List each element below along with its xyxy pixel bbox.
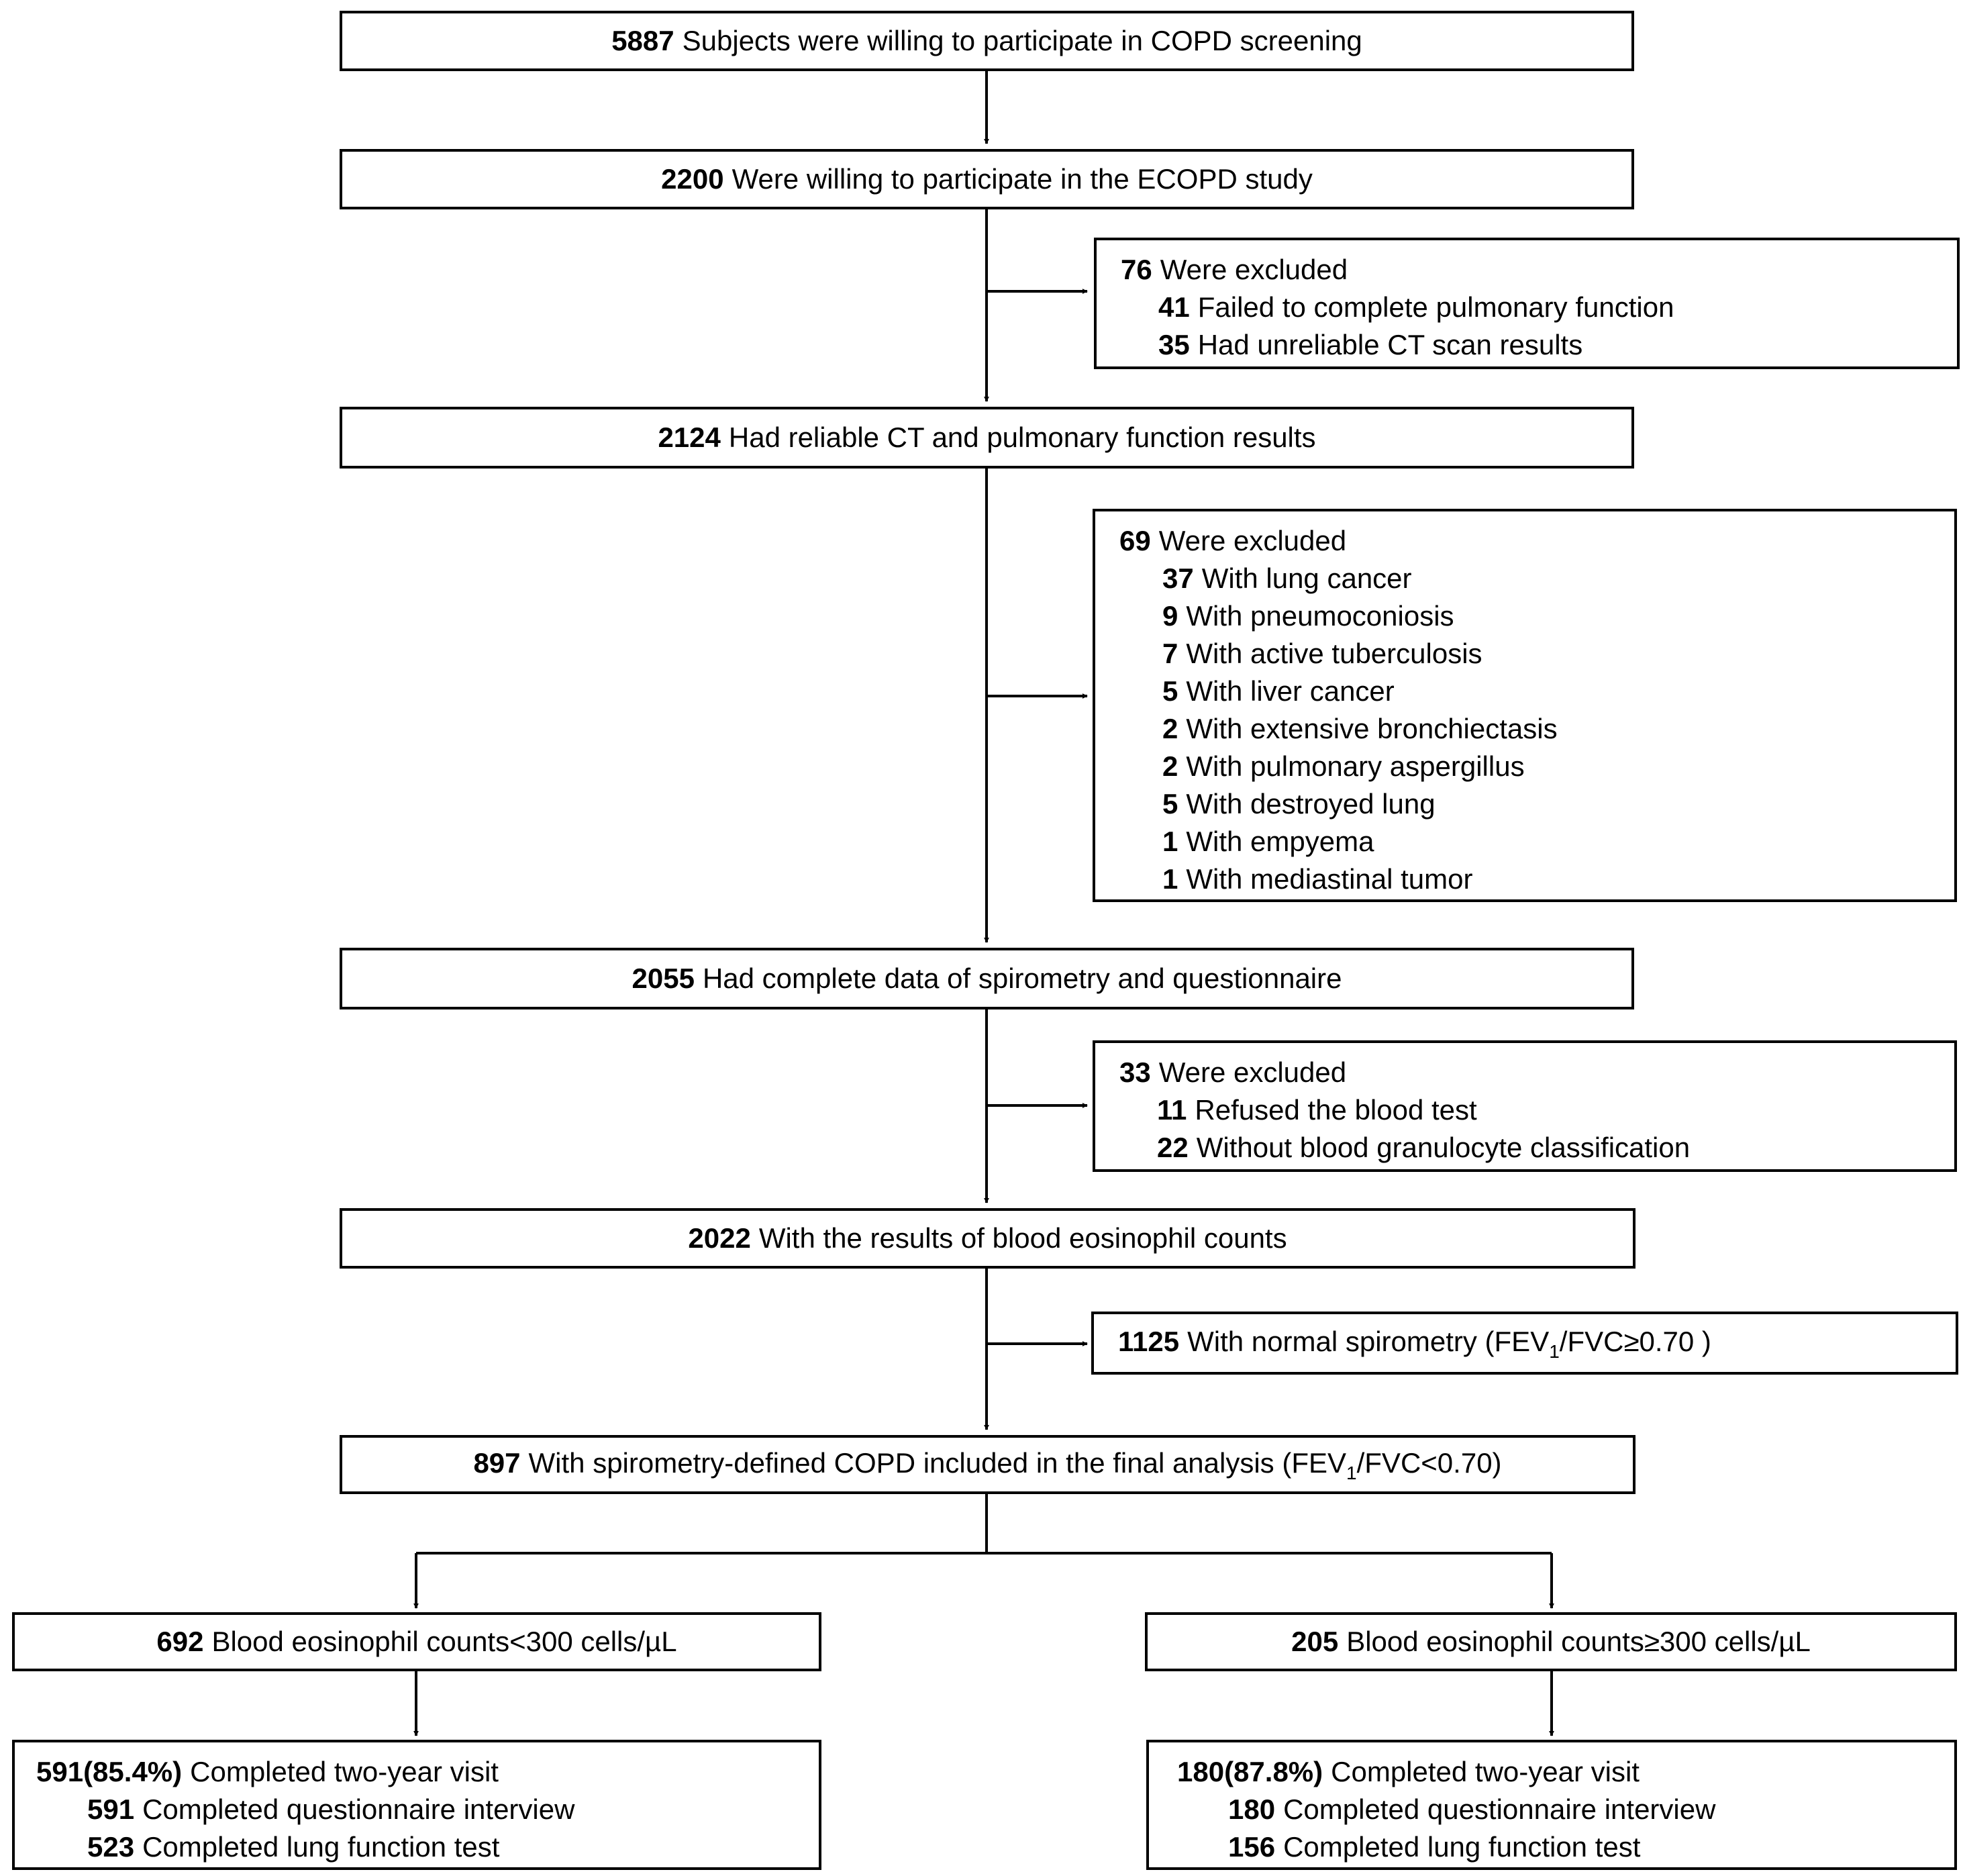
count-complete: 2055 [632,962,695,994]
item-count: 1 [1162,863,1178,895]
text-eos: With the results of blood eosinophil cou… [758,1222,1287,1254]
item-count: 5 [1162,675,1178,707]
item-count: 35 [1158,329,1190,360]
item-count: 37 [1162,562,1194,594]
item-count: 2 [1162,750,1178,782]
item-count: 1 [1162,826,1178,857]
count-high-follow: 180(87.8%) [1177,1756,1323,1787]
item-text: Completed questionnaire interview [1283,1793,1716,1825]
count-screening: 5887 [611,25,674,56]
count-normal: 1125 [1118,1325,1180,1357]
item-text: Failed to complete pulmonary function [1197,291,1674,323]
box-screening: 5887 Subjects were willing to participate… [340,11,1634,71]
text-reliable: Had reliable CT and pulmonary function r… [728,422,1316,453]
text-copd-after: /FVC<0.70) [1356,1446,1502,1479]
item-count: 523 [87,1831,135,1863]
subscript-copd: 1 [1346,1462,1357,1483]
item-text: With mediastinal tumor [1186,863,1473,895]
text-high-follow: Completed two-year visit [1331,1756,1640,1787]
item-text: Completed questionnaire interview [142,1793,575,1825]
excl2-item: 1 With empyema [1119,823,1954,860]
text-high: Blood eosinophil counts≥300 cells/µL [1346,1626,1811,1657]
text-copd-before: With spirometry-defined COPD included in… [528,1446,1347,1479]
item-count: 41 [1158,291,1190,323]
item-text: Completed lung function test [142,1831,500,1863]
excl2-item: 7 With active tuberculosis [1119,635,1954,673]
text-screening: Subjects were willing to participate in … [682,25,1362,56]
item-text: With liver cancer [1186,675,1395,707]
count-copd: 897 [473,1446,521,1479]
item-text: With pulmonary aspergillus [1186,750,1525,782]
text-complete: Had complete data of spirometry and ques… [702,962,1342,994]
item-count: 2 [1162,713,1178,744]
text-low-follow: Completed two-year visit [190,1756,499,1787]
subscript-normal: 1 [1549,1340,1560,1362]
excl2-item: 2 With extensive bronchiectasis [1119,710,1954,748]
text-excl2: Were excluded [1158,525,1347,556]
item-count: 11 [1157,1094,1187,1126]
count-ecopd: 2200 [661,163,724,195]
item-text: Refused the blood test [1195,1094,1477,1126]
item-count: 5 [1162,788,1178,820]
item-text: With lung cancer [1201,562,1412,594]
text-low: Blood eosinophil counts<300 cells/µL [211,1626,677,1657]
count-excl1: 76 [1121,254,1152,285]
text-ecopd: Were willing to participate in the ECOPD… [732,163,1313,195]
count-high: 205 [1291,1626,1339,1657]
item-text: Without blood granulocyte classification [1196,1132,1691,1163]
count-excl2: 69 [1119,525,1151,556]
item-text: With extensive bronchiectasis [1186,713,1558,744]
text-normal-after: /FVC≥0.70 ) [1559,1325,1711,1357]
text-excl3: Were excluded [1158,1056,1347,1088]
text-normal-before: With normal spirometry (FEV [1187,1325,1550,1357]
item-count: 591 [87,1793,135,1825]
item-text: With destroyed lung [1186,788,1436,820]
item-text: Had unreliable CT scan results [1197,329,1583,360]
item-count: 22 [1157,1132,1189,1163]
item-count: 7 [1162,638,1178,669]
count-excl3: 33 [1119,1056,1151,1088]
item-count: 156 [1228,1831,1276,1863]
count-reliable: 2124 [658,422,721,453]
count-low-follow: 591(85.4%) [36,1756,183,1787]
item-text: Completed lung function test [1283,1831,1641,1863]
count-low: 692 [156,1626,204,1657]
item-text: With empyema [1186,826,1374,857]
item-text: With active tuberculosis [1186,638,1482,669]
item-text: With pneumoconiosis [1186,600,1454,632]
count-eos: 2022 [688,1222,751,1254]
text-excl1: Were excluded [1160,254,1348,285]
item-count: 9 [1162,600,1178,632]
item-count: 180 [1228,1793,1276,1825]
